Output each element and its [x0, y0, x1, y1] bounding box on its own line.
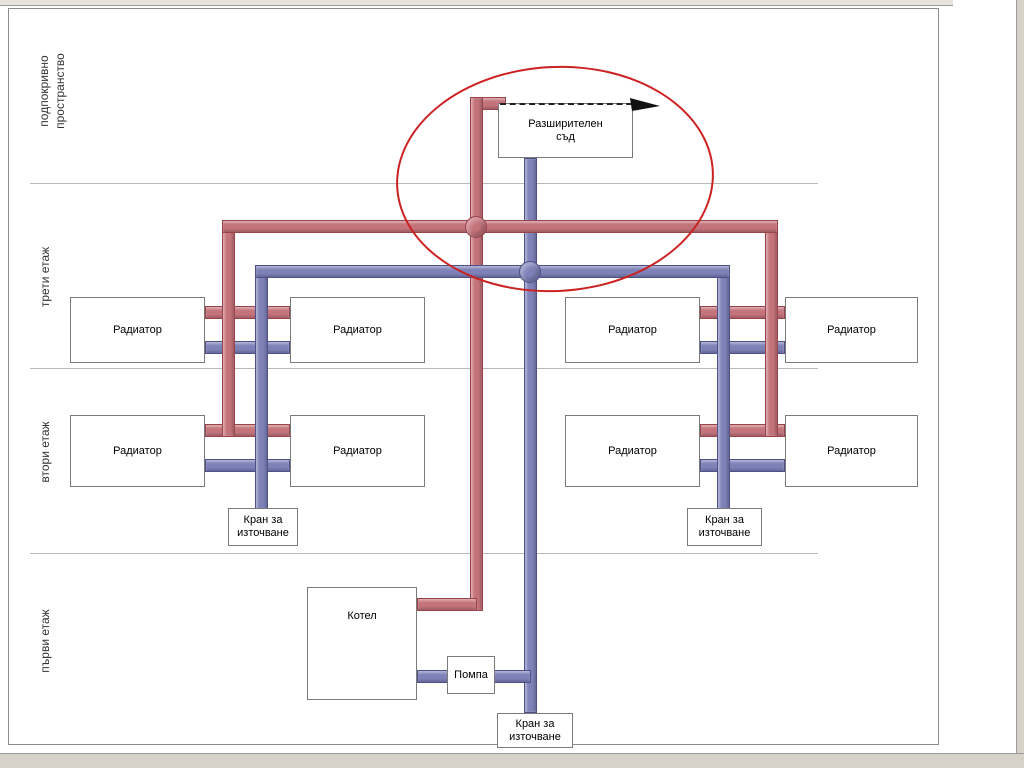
- radiator-label: Радиатор: [113, 444, 162, 457]
- radiator-label: Радиатор: [333, 444, 382, 457]
- boiler-label: Котел: [347, 610, 377, 622]
- floor-label-third: трети етаж: [38, 246, 52, 308]
- drain-valve-label: Кран за източване: [698, 514, 751, 539]
- arrow-marker: [630, 98, 660, 111]
- window-right-edge: [1016, 0, 1024, 768]
- radiator-label: Радиатор: [333, 323, 382, 336]
- drain-valve-box-bottom: Кран за източване: [497, 713, 573, 748]
- floor-label-second: втори етаж: [38, 421, 52, 483]
- window-top-edge: [0, 0, 953, 6]
- drain-valve-label: Кран за източване: [509, 717, 561, 743]
- radiator-label: Радиатор: [608, 323, 657, 336]
- floor-separator: [30, 553, 818, 554]
- radiator-box-right-2f-2: Радиатор: [785, 415, 918, 487]
- boiler-box: Котел: [307, 587, 417, 700]
- radiator-box-left-3f-1: Радиатор: [70, 297, 205, 363]
- radiator-box-right-2f-1: Радиатор: [565, 415, 700, 487]
- drain-valve-label: Кран за източване: [237, 514, 289, 539]
- return-riser-left: [255, 265, 268, 510]
- supply-riser-left: [222, 220, 235, 437]
- floor-label-first: първи етаж: [38, 609, 52, 673]
- return-branch-left-2f: [205, 459, 290, 472]
- supply-riser-right: [765, 220, 778, 437]
- supply-junction-node: [465, 216, 487, 238]
- expansion-vessel-label: Разширителен съд: [528, 117, 603, 143]
- drain-valve-box-right: Кран за източване: [687, 508, 762, 546]
- pump-label: Помпа: [454, 668, 488, 681]
- dashed-reference-line: [500, 103, 642, 105]
- return-branch-right-2f: [700, 459, 785, 472]
- return-riser-right: [717, 265, 730, 510]
- radiator-box-left-2f-1: Радиатор: [70, 415, 205, 487]
- supply-main-pipe: [222, 220, 778, 233]
- radiator-box-left-2f-2: Радиатор: [290, 415, 425, 487]
- return-main-pipe: [255, 265, 730, 278]
- floor-separator: [30, 368, 818, 369]
- radiator-label: Радиатор: [113, 323, 162, 336]
- floor-label-attic: подпокривно пространство: [37, 53, 67, 129]
- radiator-label: Радиатор: [608, 444, 657, 457]
- radiator-box-left-3f-2: Радиатор: [290, 297, 425, 363]
- return-branch-left-3f: [205, 341, 290, 354]
- return-junction-node: [519, 261, 541, 283]
- supply-branch-left-3f: [205, 306, 290, 319]
- floor-separator: [30, 183, 818, 184]
- drain-valve-box-left: Кран за източване: [228, 508, 298, 546]
- pump-box: Помпа: [447, 656, 495, 694]
- supply-boiler-pipe: [417, 598, 477, 611]
- radiator-box-right-3f-2: Радиатор: [785, 297, 918, 363]
- radiator-label: Радиатор: [827, 323, 876, 336]
- return-riser-center: [524, 158, 537, 713]
- radiator-label: Радиатор: [827, 444, 876, 457]
- window-bottom-edge: [0, 753, 1024, 768]
- supply-branch-left-2f: [205, 424, 290, 437]
- radiator-box-right-3f-1: Радиатор: [565, 297, 700, 363]
